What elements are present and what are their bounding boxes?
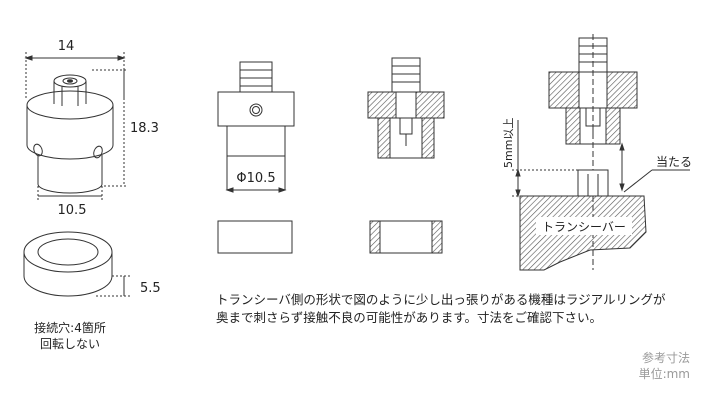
reference-line1: 参考寸法 — [641, 351, 690, 365]
mounting-example-view — [512, 34, 690, 271]
front-elevation-view — [217, 61, 295, 254]
dim-diameter-label: Φ10.5 — [236, 171, 275, 186]
connection-note-line1: 接続穴:4箇所 — [34, 321, 106, 335]
dim-protrusion-label: 5mm以上 — [502, 118, 515, 168]
reference-note: 参考寸法 単位:mm — [600, 350, 690, 382]
dim-ring-height-label: 5.5 — [140, 281, 161, 296]
dim-height-label: 18.3 — [130, 121, 159, 136]
dim-bottom-width-label: 10.5 — [58, 203, 87, 218]
transceiver-label: トランシーバー — [542, 220, 626, 234]
isometric-connector-view — [23, 52, 130, 297]
reference-line2: 単位:mm — [638, 367, 690, 381]
contact-label: 当たる — [656, 155, 692, 169]
connection-note-line2: 回転しない — [39, 337, 100, 351]
main-note-line2: 奥まで刺さらず接触不良の可能性があります。寸法をご確認下さい。 — [216, 310, 603, 325]
main-note: トランシーバ側の形状で図のように少し出っ張りがある機種はラジアルリングが 奥まで… — [216, 291, 706, 327]
section-view — [367, 57, 445, 254]
connection-note: 接続穴:4箇所 回転しない — [20, 320, 120, 352]
main-note-line1: トランシーバ側の形状で図のように少し出っ張りがある機種はラジアルリングが — [216, 292, 666, 307]
dim-top-width-label: 14 — [58, 39, 75, 54]
